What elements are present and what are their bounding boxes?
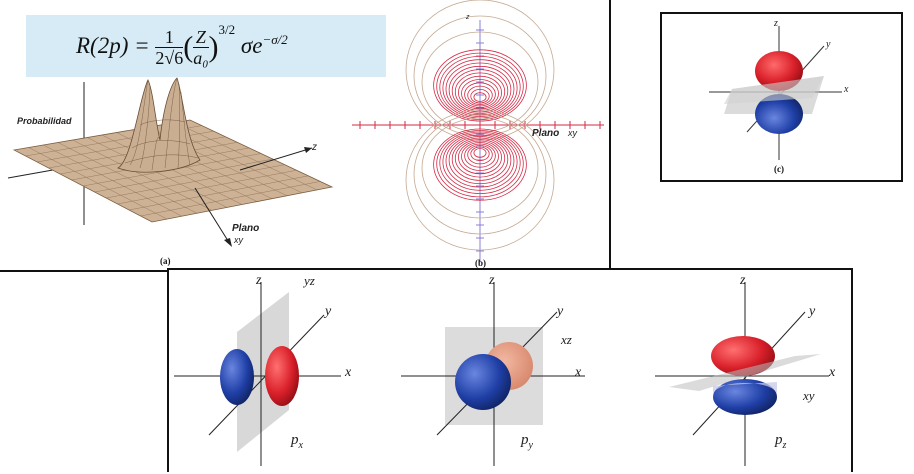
py-z-label: z bbox=[489, 273, 495, 288]
pz-y-label: y bbox=[809, 304, 816, 319]
contour-line-outer bbox=[405, 0, 555, 141]
px-x-label: x bbox=[345, 365, 352, 380]
probability-axis-label: Probabilidad bbox=[17, 116, 72, 126]
px-z-label: z bbox=[256, 273, 262, 288]
contour-line-outer bbox=[413, 15, 547, 137]
contour-line bbox=[464, 143, 496, 168]
px-yz-plane bbox=[237, 292, 289, 452]
pz-orbital bbox=[655, 282, 829, 466]
surface-plane-label: Plano bbox=[232, 223, 260, 234]
contour-line bbox=[470, 146, 490, 162]
py-x-label: x bbox=[575, 365, 582, 380]
py-plane-label: xz bbox=[561, 332, 572, 347]
py-orbital bbox=[401, 282, 585, 466]
px-y-label: y bbox=[325, 304, 332, 319]
contour-z-label: z bbox=[466, 14, 470, 21]
contour-line-outer bbox=[421, 117, 539, 219]
contour-line bbox=[436, 130, 524, 198]
caption-a: (a) bbox=[160, 256, 171, 266]
contour-line bbox=[454, 139, 506, 178]
px-orbital bbox=[174, 282, 341, 466]
contour-line bbox=[448, 65, 512, 114]
pz-plane-label: xy bbox=[803, 388, 815, 403]
contour-line bbox=[448, 136, 512, 185]
surface-z-label: z bbox=[312, 142, 317, 153]
probability-surface-plot bbox=[7, 77, 334, 247]
px-orbital-label: px bbox=[291, 432, 303, 451]
contour-line-outer bbox=[405, 109, 555, 251]
contour-plane-label: Plano bbox=[532, 128, 560, 139]
contour-line bbox=[442, 59, 518, 117]
panel-pz-orbital: z y x (c) bbox=[660, 12, 903, 182]
panel-p-orbitals: z yz y x px z y xz x py z y x xy pz bbox=[167, 268, 853, 472]
panel-probability-contours: R(2p) = 1 2√6 ( Z a₀ )3/2 σe−σ/2 Probabi… bbox=[0, 0, 611, 272]
contour-line bbox=[461, 79, 499, 108]
px-blue-lobe bbox=[220, 349, 254, 405]
caption-c: (c) bbox=[774, 164, 784, 174]
contour-line bbox=[457, 75, 502, 110]
contour-line bbox=[439, 131, 521, 194]
px-red-lobe bbox=[265, 346, 299, 406]
contour-line bbox=[445, 62, 515, 116]
c-y-label: y bbox=[826, 39, 831, 50]
panel-top-graphics bbox=[7, 0, 604, 262]
contour-line bbox=[467, 145, 493, 165]
contour-line bbox=[464, 82, 496, 107]
contour-line bbox=[454, 72, 506, 111]
contour-line bbox=[433, 128, 527, 201]
py-orbital-label: py bbox=[521, 432, 533, 451]
contour-line bbox=[442, 133, 518, 191]
pz-orbital-label: pz bbox=[775, 432, 787, 451]
pz-lower-lobe bbox=[755, 94, 803, 134]
pz-blue-lobe bbox=[713, 379, 777, 415]
px-plane-label: yz bbox=[304, 273, 315, 288]
contour-line bbox=[451, 137, 509, 181]
c-x-label: x bbox=[844, 84, 849, 95]
p-orbitals-graphic bbox=[174, 282, 829, 466]
contour-line bbox=[461, 142, 499, 171]
caption-b: (b) bbox=[475, 258, 486, 268]
contour-plane-sub: xy bbox=[568, 128, 577, 138]
pz-orbital-graphic bbox=[709, 26, 842, 160]
py-front-lobe bbox=[455, 354, 511, 410]
contour-line bbox=[445, 134, 515, 188]
contour-line bbox=[473, 148, 487, 158]
pz-z-label: z bbox=[740, 273, 746, 288]
contour-line-outer bbox=[413, 113, 547, 235]
contour-line bbox=[467, 85, 493, 105]
pz-xy-plane bbox=[669, 354, 821, 391]
formula-box: R(2p) = 1 2√6 ( Z a₀ )3/2 σe−σ/2 bbox=[26, 15, 386, 77]
contour-line bbox=[451, 69, 509, 113]
contour-line bbox=[433, 49, 527, 122]
contour-line bbox=[470, 88, 490, 104]
contour-line bbox=[457, 140, 502, 175]
contour-line bbox=[473, 92, 487, 102]
contour-plot bbox=[352, 0, 604, 262]
radial-function-formula: R(2p) = 1 2√6 ( Z a₀ )3/2 σe−σ/2 bbox=[76, 22, 288, 68]
pz-x-label: x bbox=[829, 365, 836, 380]
c-z-label: z bbox=[774, 18, 778, 29]
py-y-label: y bbox=[557, 304, 564, 319]
contour-line bbox=[436, 52, 524, 120]
surface-plane-sub: xy bbox=[234, 235, 243, 245]
